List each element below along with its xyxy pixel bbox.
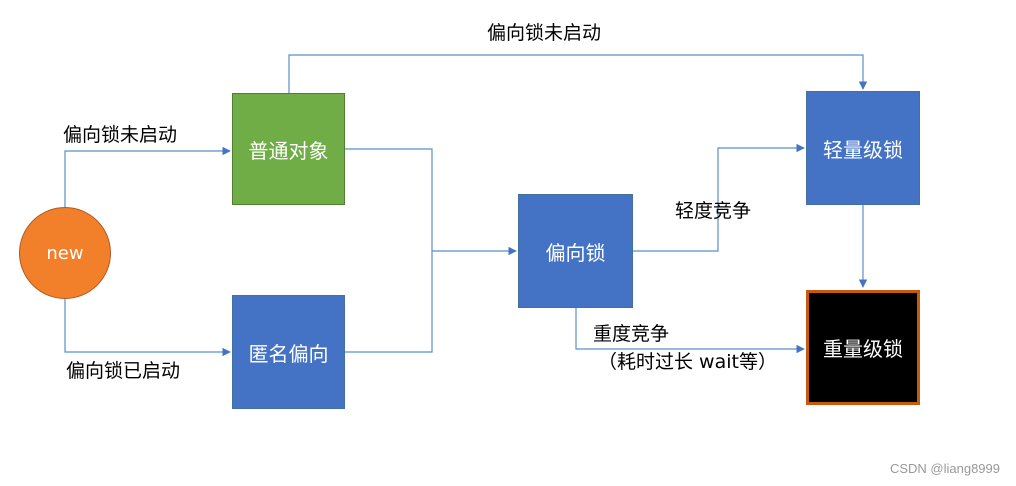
edge-label-light-contention: 轻度竞争 [675, 200, 752, 222]
edge-label-new-to-normal: 偏向锁未启动 [63, 124, 178, 146]
watermark: CSDN @liang8999 [889, 461, 1000, 476]
edge-anonymous-to-biased [345, 251, 433, 353]
edge-label-new-to-anonymous: 偏向锁已启动 [66, 360, 181, 382]
node-lightweight-lock: 轻量级锁 [806, 91, 920, 205]
edge-new-to-anonymous [64, 281, 231, 357]
edge-label-heavy-contention: 重度竞争 [593, 323, 670, 345]
edge-label-heavy-contention-detail: （耗时过长 wait等） [598, 351, 777, 373]
node-anonymous-biased: 匿名偏向 [232, 295, 345, 409]
edge-new-to-normal [64, 146, 231, 222]
edge-normal-to-biased [345, 148, 517, 256]
edge-normal-to-lightweight [288, 54, 868, 93]
edge-biased-to-lightweight [633, 143, 805, 252]
node-new: new [19, 207, 111, 299]
node-heavyweight-lock: 重量级锁 [806, 290, 920, 405]
edge-label-top: 偏向锁未启动 [487, 22, 602, 44]
edge-biased-to-heavyweight [575, 308, 805, 354]
node-biased-lock: 偏向锁 [518, 194, 633, 308]
node-normal-object: 普通对象 [232, 93, 345, 205]
